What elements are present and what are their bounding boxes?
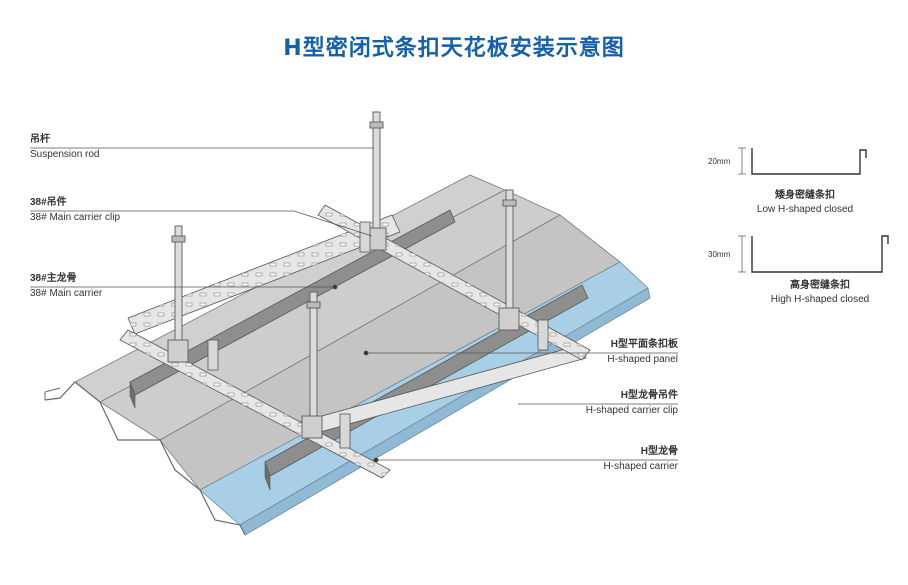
- leader-lines: [30, 147, 678, 463]
- suspension-rods: [167, 111, 520, 439]
- label-en: 38# Main carrier clip: [30, 212, 121, 223]
- label-zh: H型龙骨吊件: [620, 390, 678, 401]
- label-main-carrier: 38#主龙骨 38# Main carrier: [30, 273, 102, 300]
- label-profile-low: 矮身密缝条扣 Low H-shaped closed: [740, 190, 870, 216]
- rod-left: [167, 225, 189, 363]
- rod-front: [301, 291, 323, 439]
- leader-main-carrier-clip: [30, 210, 373, 237]
- label-en: H-shaped panel: [607, 354, 678, 365]
- label-en: Suspension rod: [30, 149, 100, 160]
- rod-right: [498, 189, 520, 331]
- label-profile-high: 高身密缝条扣 High H-shaped closed: [755, 280, 885, 306]
- label-zh: H型平面条扣板: [610, 339, 678, 350]
- label-zh: 矮身密缝条扣: [775, 190, 835, 201]
- label-zh: 38#吊件: [30, 197, 67, 208]
- label-h-carrier: H型龙骨 H-shaped carrier: [560, 446, 678, 473]
- label-en: H-shaped carrier clip: [585, 405, 678, 416]
- label-en: 38# Main carrier: [30, 288, 103, 299]
- label-main-carrier-clip: 38#吊件 38# Main carrier clip: [30, 197, 120, 224]
- label-en: H-shaped carrier: [603, 461, 678, 472]
- label-h-panel: H型平面条扣板 H-shaped panel: [560, 339, 678, 366]
- profile-low: [738, 147, 867, 175]
- label-zh: 38#主龙骨: [30, 273, 77, 284]
- label-suspension-rod: 吊杆 Suspension rod: [30, 134, 100, 161]
- label-zh: 高身密缝条扣: [790, 280, 850, 291]
- label-zh: 吊杆: [30, 134, 50, 145]
- label-en: High H-shaped closed: [770, 294, 870, 305]
- panel-edge-front: [44, 381, 246, 536]
- diagram-title: H型密闭式条扣天花板安装示意图: [283, 36, 625, 61]
- label-zh: H型龙骨: [640, 446, 678, 457]
- label-h-carrier-clip: H型龙骨吊件 H-shaped carrier clip: [560, 390, 678, 417]
- profile-high: [738, 235, 889, 273]
- dimension-high: 30mm: [708, 250, 731, 259]
- h-carrier-clips: [207, 221, 549, 449]
- label-en: Low H-shaped closed: [756, 204, 854, 215]
- dimension-low: 20mm: [708, 157, 731, 166]
